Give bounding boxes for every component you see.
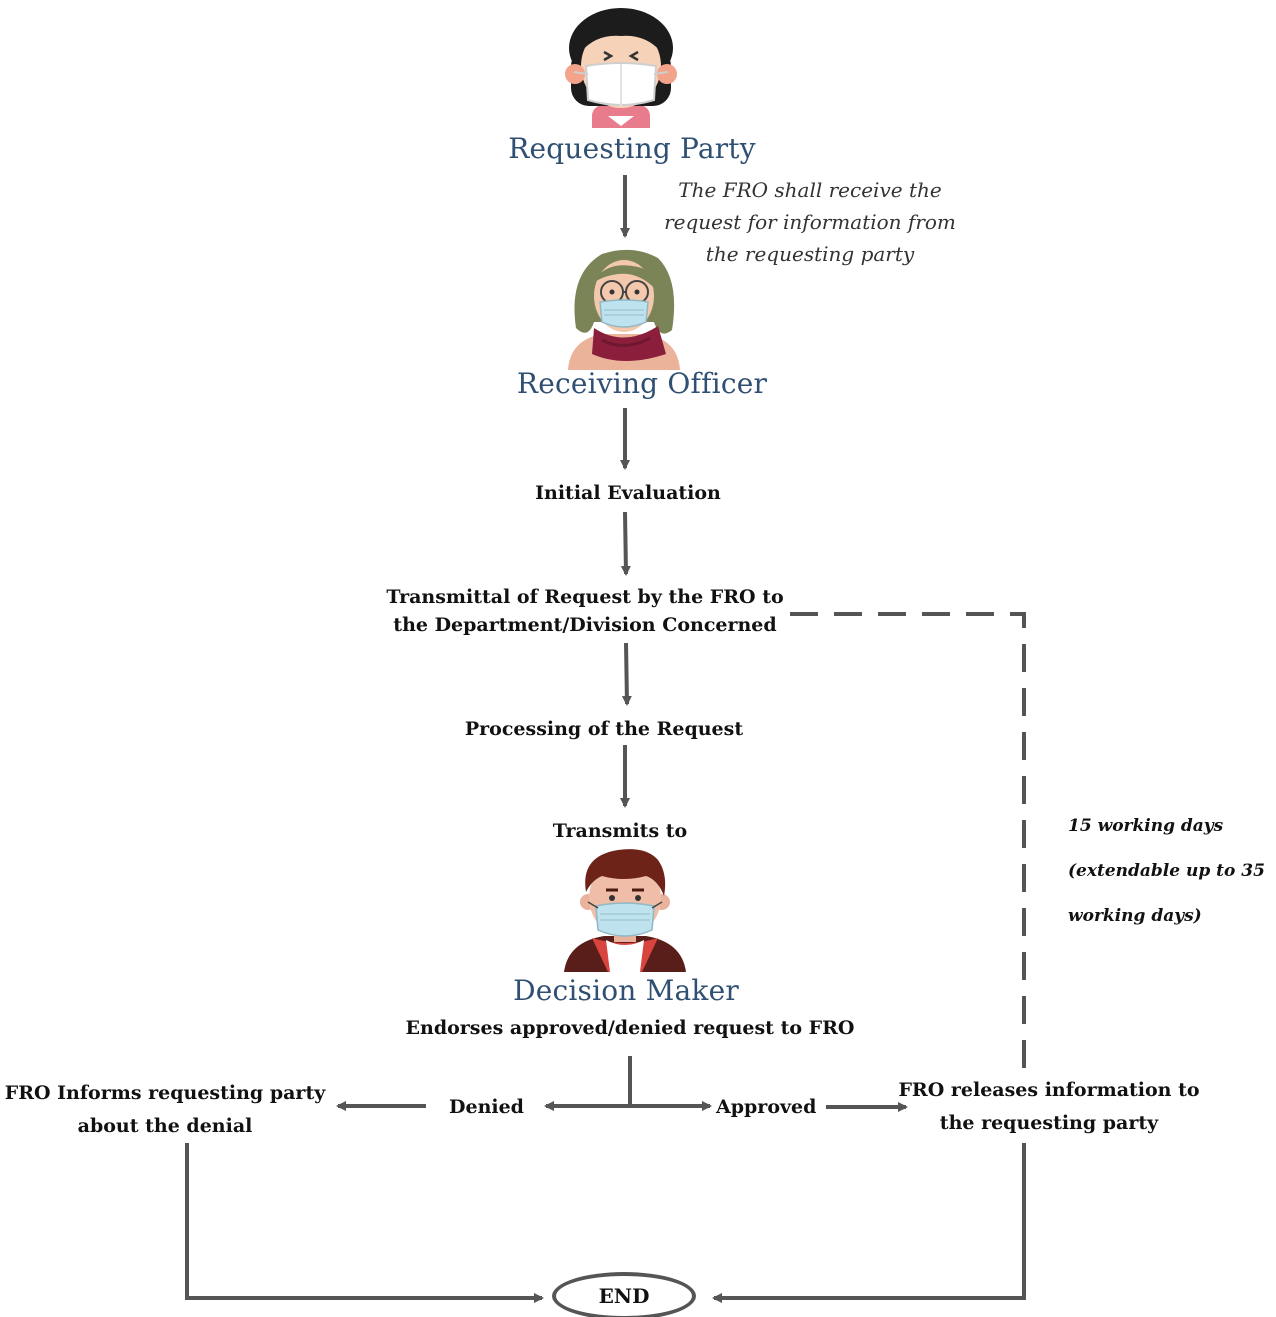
receive-note: The FRO shall receive the request for in… bbox=[660, 174, 960, 270]
working-days-note: 15 working days (extendable up to 35 wor… bbox=[1068, 804, 1265, 939]
release-line-1: FRO releases information to bbox=[898, 1079, 1200, 1101]
release-line-2: the requesting party bbox=[939, 1112, 1159, 1134]
inform-denial-step: FRO Informs requesting party about the d… bbox=[5, 1077, 326, 1143]
processing-step: Processing of the Request bbox=[464, 718, 744, 740]
arrow-transmittal-to-processing bbox=[621, 642, 632, 706]
arrow-inform-to-end bbox=[185, 1143, 544, 1303]
arrow-release-to-end bbox=[712, 1143, 1026, 1303]
woman-with-scarf-and-mask-avatar bbox=[568, 249, 680, 370]
initial-evaluation-step: Initial Evaluation bbox=[535, 482, 721, 504]
inform-line-1: FRO Informs requesting party bbox=[4, 1082, 326, 1104]
working-days-line-3: working days) bbox=[1068, 906, 1202, 926]
arrow-evaluation-to-transmittal bbox=[620, 511, 631, 576]
decision-maker-title: Decision Maker bbox=[513, 974, 739, 1007]
working-days-line-1: 15 working days bbox=[1068, 816, 1224, 836]
dashed-timeline-connector bbox=[790, 612, 1026, 1072]
receive-note-line-1: The FRO shall receive the bbox=[678, 178, 942, 202]
man-with-mask-avatar bbox=[564, 849, 686, 972]
transmits-to-step: Transmits to bbox=[552, 820, 688, 842]
end-label: END bbox=[598, 1284, 650, 1308]
working-days-line-2: (extendable up to 35 bbox=[1068, 861, 1265, 881]
approved-label: Approved bbox=[716, 1096, 817, 1118]
transmittal-step: Transmittal of Request by the FRO to the… bbox=[386, 583, 783, 639]
receive-note-line-2: request for information from bbox=[664, 210, 956, 234]
denied-label: Denied bbox=[449, 1096, 524, 1118]
requesting-party-title: Requesting Party bbox=[508, 132, 756, 165]
transmittal-line-1: Transmittal of Request by the FRO to bbox=[386, 586, 784, 608]
release-information-step: FRO releases information to the requesti… bbox=[898, 1074, 1199, 1140]
endorses-step: Endorses approved/denied request to FRO bbox=[405, 1017, 855, 1039]
transmittal-line-2: the Department/Division Concerned bbox=[393, 614, 777, 636]
receive-note-line-3: the requesting party bbox=[705, 242, 915, 266]
inform-line-2: about the denial bbox=[77, 1115, 253, 1137]
receiving-officer-title: Receiving Officer bbox=[516, 367, 768, 400]
woman-with-mask-avatar bbox=[565, 8, 677, 128]
